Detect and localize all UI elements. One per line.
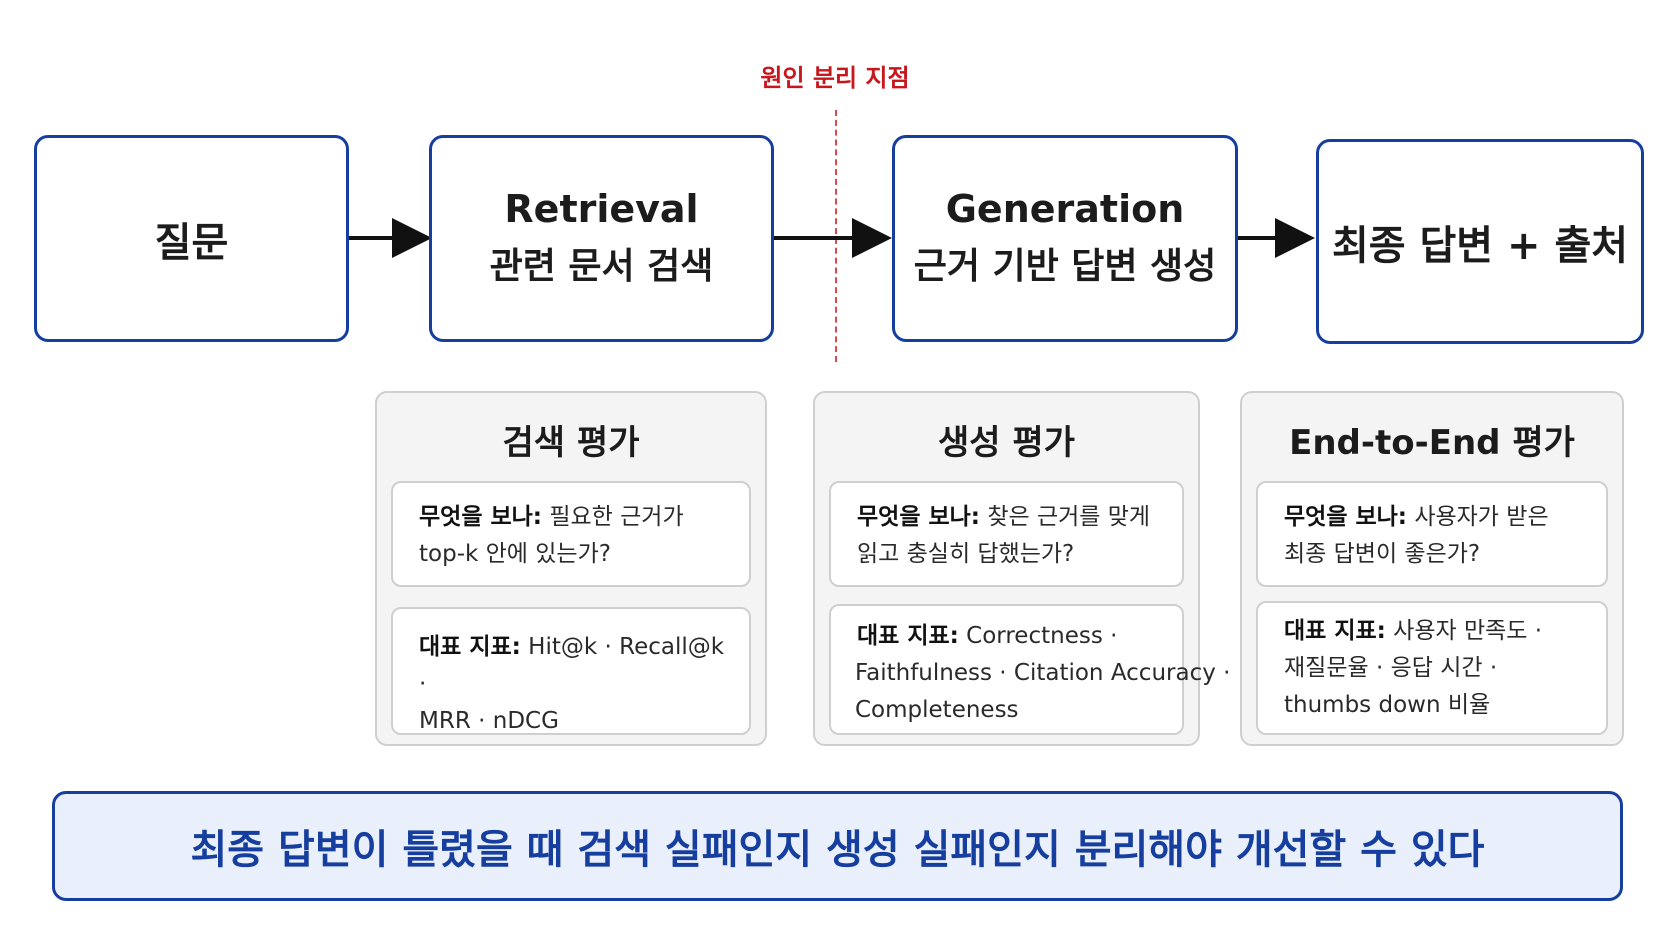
metrics-line-1: Hit@k · Recall@k · <box>419 634 725 697</box>
key-takeaway-banner: 최종 답변이 틀렸을 때 검색 실패인지 생성 실패인지 분리해야 개선할 수 … <box>52 791 1623 901</box>
eval-panel-title: End-to-End 평가 <box>1289 423 1575 463</box>
stage-generation-title: Generation <box>945 187 1185 232</box>
eval-panel-title: 생성 평가 <box>938 423 1075 463</box>
what-to-check-card: 무엇을 보나: 필요한 근거가 top-k 안에 있는가? <box>391 481 751 587</box>
metrics-line-1: 사용자 만족도 · <box>1393 618 1543 644</box>
stage-generation-subtitle: 근거 기반 답변 생성 <box>913 245 1217 287</box>
stage-final-answer: 최종 답변 + 출처 <box>1316 139 1644 344</box>
what-to-check-label: 무엇을 보나: <box>419 504 543 530</box>
stage-final-answer-label: 최종 답변 + 출처 <box>1331 222 1629 269</box>
metrics-line-1: Correctness · <box>966 623 1118 649</box>
metrics-label: 대표 지표: <box>419 634 521 660</box>
what-to-check-card: 무엇을 보나: 사용자가 받은 최종 답변이 좋은가? <box>1256 481 1608 587</box>
what-to-check-text-2: 최종 답변이 좋은가? <box>1284 541 1481 567</box>
stage-generation: Generation 근거 기반 답변 생성 <box>892 135 1238 342</box>
split-point-label: 원인 분리 지점 <box>760 64 910 92</box>
metrics-card: 대표 지표: 사용자 만족도 · 재질문율 · 응답 시간 · thumbs d… <box>1256 601 1608 735</box>
metrics-line-2: Faithfulness · Citation Accuracy · <box>855 660 1231 686</box>
what-to-check-label: 무엇을 보나: <box>1284 504 1408 530</box>
key-takeaway-text: 최종 답변이 틀렸을 때 검색 실패인지 생성 실패인지 분리해야 개선할 수 … <box>190 827 1485 873</box>
what-to-check-text: 필요한 근거가 <box>549 504 684 530</box>
metrics-line-2: MRR · nDCG <box>419 708 559 734</box>
metrics-label: 대표 지표: <box>857 623 959 649</box>
eval-panel-retrieval: 검색 평가 무엇을 보나: 필요한 근거가 top-k 안에 있는가? 대표 지… <box>375 391 767 746</box>
eval-panel-end-to-end: End-to-End 평가 무엇을 보나: 사용자가 받은 최종 답변이 좋은가… <box>1240 391 1624 746</box>
metrics-card: 대표 지표: Hit@k · Recall@k · MRR · nDCG <box>391 607 751 735</box>
eval-panel-title: 검색 평가 <box>502 423 640 463</box>
metrics-line-2: 재질문율 · 응답 시간 · <box>1284 655 1498 681</box>
stage-question-label: 질문 <box>154 219 229 266</box>
what-to-check-text: 찾은 근거를 맞게 <box>987 504 1151 530</box>
stage-question: 질문 <box>34 135 349 342</box>
what-to-check-text-2: 읽고 충실히 답했는가? <box>857 541 1075 567</box>
stage-retrieval-title: Retrieval <box>504 187 699 232</box>
stage-retrieval-subtitle: 관련 문서 검색 <box>489 245 714 287</box>
what-to-check-text: 사용자가 받은 <box>1414 504 1549 530</box>
metrics-label: 대표 지표: <box>1284 618 1386 644</box>
eval-panel-generation: 생성 평가 무엇을 보나: 찾은 근거를 맞게 읽고 충실히 답했는가? 대표 … <box>813 391 1231 746</box>
what-to-check-text-2: top-k 안에 있는가? <box>419 541 611 567</box>
metrics-line-3: Completeness <box>855 697 1019 723</box>
metrics-card: 대표 지표: Correctness · Faithfulness · Cita… <box>829 604 1231 735</box>
stage-retrieval: Retrieval 관련 문서 검색 <box>429 135 774 342</box>
metrics-line-3: thumbs down 비율 <box>1284 692 1491 718</box>
what-to-check-card: 무엇을 보나: 찾은 근거를 맞게 읽고 충실히 답했는가? <box>829 481 1184 587</box>
what-to-check-label: 무엇을 보나: <box>857 504 981 530</box>
